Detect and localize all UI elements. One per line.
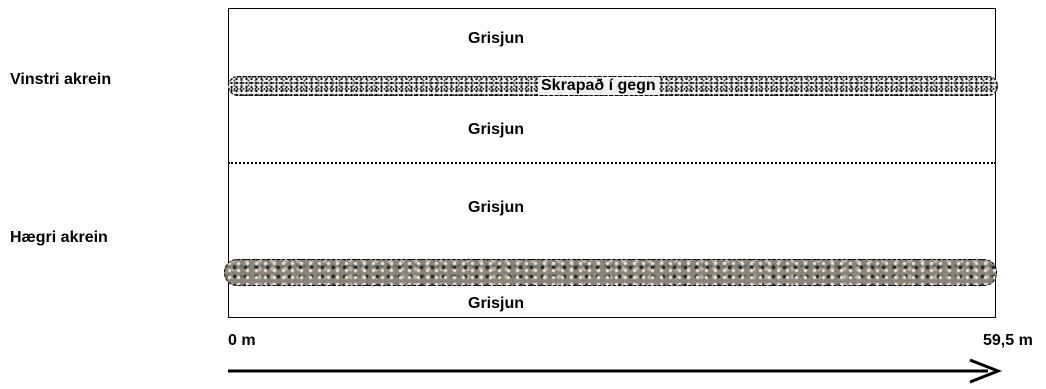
axis-start-label: 0 m bbox=[228, 332, 256, 349]
axis-end-label: 59,5 m bbox=[983, 332, 1033, 349]
direction-arrow-icon bbox=[228, 358, 1003, 384]
stone-aggregate-strip bbox=[224, 259, 997, 286]
right-lane-lower-field-label: Grisjun bbox=[468, 295, 525, 312]
left-lane-label: Vinstri akrein bbox=[10, 71, 112, 88]
right-lane-upper-field-label: Grisjun bbox=[468, 199, 525, 216]
lane-divider-line bbox=[228, 162, 996, 164]
left-lane-lower-field-label: Grisjun bbox=[468, 121, 525, 138]
right-lane-label: Hægri akrein bbox=[10, 229, 108, 246]
scraped-through-label: Skrapað í gegn bbox=[538, 77, 659, 95]
left-lane-upper-field-label: Grisjun bbox=[468, 30, 525, 47]
